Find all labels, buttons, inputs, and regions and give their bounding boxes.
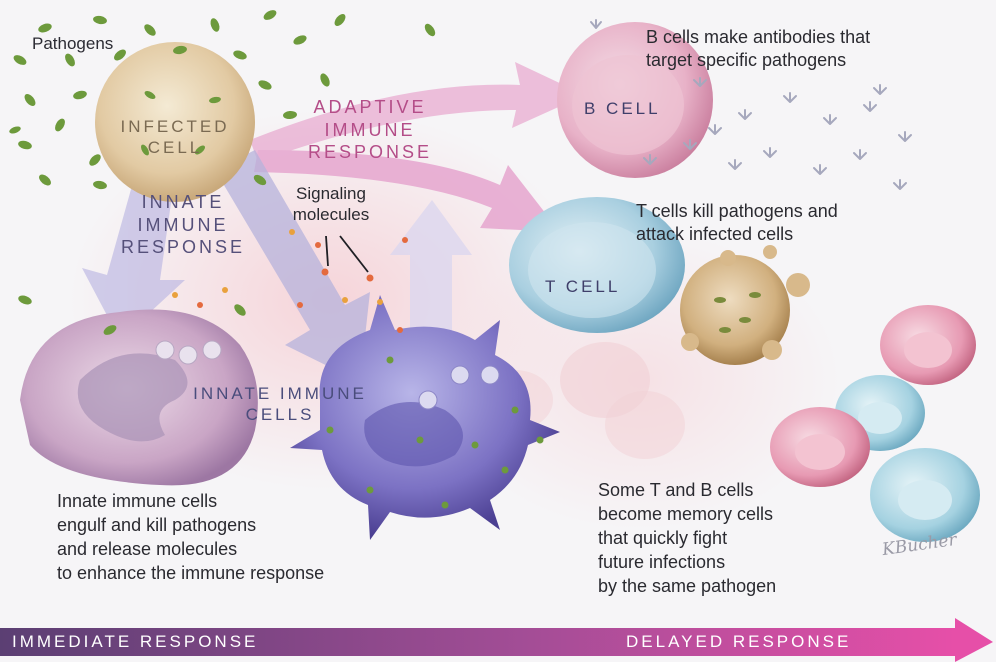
adaptive-response-label: ADAPTIVE IMMUNE RESPONSE	[278, 96, 462, 164]
innate-cells-caption-line: engulf and kill pathogens	[57, 513, 324, 537]
signaling-molecules-line: molecules	[271, 204, 391, 225]
timeline-immediate-label: IMMEDIATE RESPONSE	[12, 632, 258, 652]
innate-response-line: RESPONSE	[88, 236, 278, 259]
faded-cell	[605, 391, 685, 459]
adaptive-response-line: ADAPTIVE	[278, 96, 462, 119]
innate-cells-caption-line: and release molecules	[57, 537, 324, 561]
memory-cells-caption-line: that quickly fight	[598, 526, 776, 550]
memory-cells-caption-line: become memory cells	[598, 502, 776, 526]
innate-immune-cells-label: INNATE IMMUNE CELLS	[130, 383, 430, 426]
adaptive-response-line: IMMUNE	[278, 119, 462, 142]
t-cell-label: T CELL	[545, 276, 620, 297]
adaptive-response-line: RESPONSE	[278, 141, 462, 164]
innate-cells-caption-line: to enhance the immune response	[57, 561, 324, 585]
b-cells-caption-line: target specific pathogens	[646, 49, 870, 72]
b-cells-caption-line: B cells make antibodies that	[646, 26, 870, 49]
innate-response-line: INNATE	[88, 191, 278, 214]
b-cell-label: B CELL	[584, 98, 661, 119]
timeline-delayed-label: DELAYED RESPONSE	[626, 632, 851, 652]
t-cells-caption: T cells kill pathogens and attack infect…	[636, 200, 838, 245]
memory-cells-caption-line: future infections	[598, 550, 776, 574]
memory-cells-caption: Some T and B cells become memory cells t…	[598, 478, 776, 598]
innate-immune-cells-line: CELLS	[130, 404, 430, 425]
innate-response-line: IMMUNE	[88, 214, 278, 237]
innate-response-label: INNATE IMMUNE RESPONSE	[88, 191, 278, 259]
b-cells-caption: B cells make antibodies that target spec…	[646, 26, 870, 71]
t-cells-caption-line: attack infected cells	[636, 223, 838, 246]
infected-cell-label-line: INFECTED	[95, 116, 255, 137]
innate-immune-cells-line: INNATE IMMUNE	[130, 383, 430, 404]
signaling-molecules-line: Signaling	[271, 183, 391, 204]
signaling-molecules-label: Signaling molecules	[271, 183, 391, 226]
infected-cell-label-line: CELL	[95, 137, 255, 158]
innate-cells-caption: Innate immune cells engulf and kill path…	[57, 489, 324, 585]
memory-cells-caption-line: Some T and B cells	[598, 478, 776, 502]
t-cells-caption-line: T cells kill pathogens and	[636, 200, 838, 223]
pathogens-label: Pathogens	[32, 33, 113, 54]
infected-cell-label: INFECTED CELL	[95, 116, 255, 159]
memory-cells-caption-line: by the same pathogen	[598, 574, 776, 598]
innate-cells-caption-line: Innate immune cells	[57, 489, 324, 513]
